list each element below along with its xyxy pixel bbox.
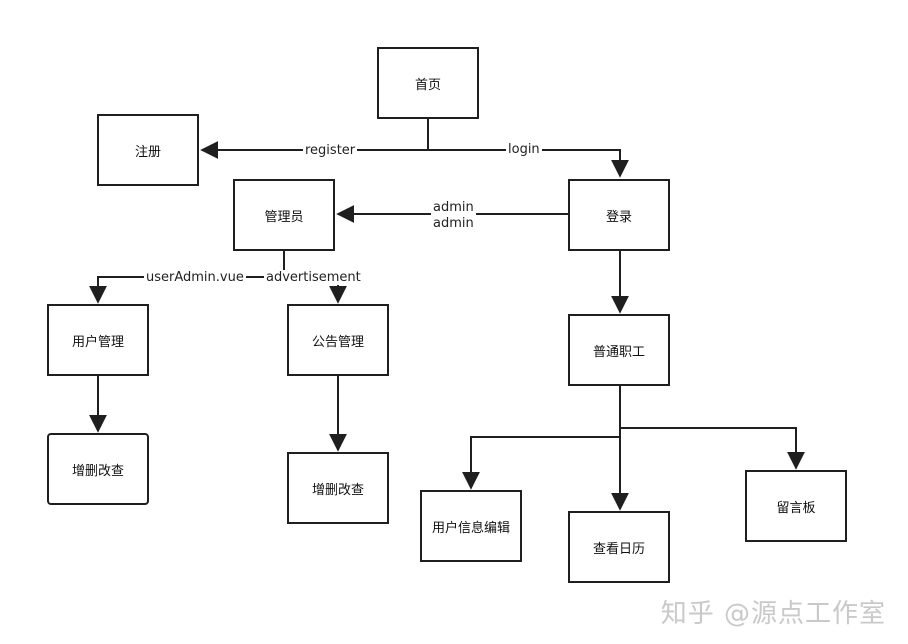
node-notice-crud[interactable]: 增删改查 xyxy=(287,452,389,524)
edge-label-admin-bottom: admin xyxy=(431,216,476,231)
edge-label-register: register xyxy=(303,143,358,158)
node-profile-edit[interactable]: 用户信息编辑 xyxy=(420,490,522,562)
edge-label-user-admin-vue: userAdmin.vue xyxy=(144,270,246,285)
watermark: 知乎 @源点工作室 xyxy=(660,599,886,629)
connector-staff-board xyxy=(620,427,805,470)
connector-staff-profile xyxy=(462,436,620,490)
connector-home-login xyxy=(428,149,629,178)
edge-label-admin-top: admin xyxy=(431,200,476,215)
node-home[interactable]: 首页 xyxy=(377,47,479,119)
node-notice-management[interactable]: 公告管理 xyxy=(287,304,389,376)
edge-label-advertisement: advertisement xyxy=(264,270,363,285)
node-admin[interactable]: 管理员 xyxy=(233,179,335,251)
node-login[interactable]: 登录 xyxy=(568,179,670,251)
node-register[interactable]: 注册 xyxy=(97,114,199,186)
node-user-crud[interactable]: 增删改查 xyxy=(47,433,149,505)
node-message-board[interactable]: 留言板 xyxy=(745,470,847,542)
node-staff[interactable]: 普通职工 xyxy=(568,314,670,386)
edge-label-login: login xyxy=(506,142,542,157)
node-calendar[interactable]: 查看日历 xyxy=(568,511,670,583)
node-user-management[interactable]: 用户管理 xyxy=(47,304,149,376)
